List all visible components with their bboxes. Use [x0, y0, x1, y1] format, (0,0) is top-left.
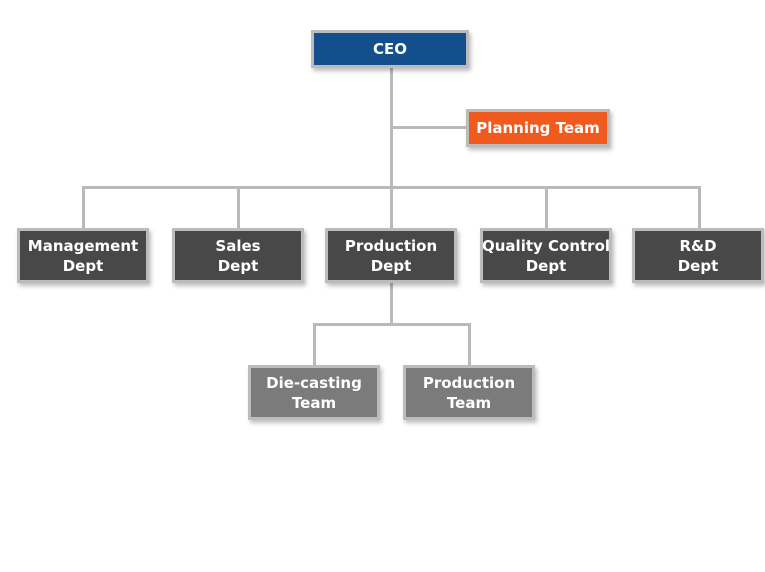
connector-dept-rnd	[698, 186, 701, 228]
team-label-line1: Production	[422, 373, 516, 392]
connector-dept-quality	[545, 186, 548, 228]
dept-management-node: Management Dept	[17, 228, 149, 283]
dept-label-line1: Management	[27, 236, 139, 255]
dept-label-line2: Dept	[525, 256, 567, 275]
dept-label-line2: Dept	[677, 256, 719, 275]
dept-sales-node: Sales Dept	[172, 228, 304, 283]
ceo-label: CEO	[372, 40, 407, 58]
connector-ceo-trunk	[390, 68, 393, 228]
dept-label-line2: Dept	[62, 256, 104, 275]
dept-quality-control-node: Quality Control Dept	[480, 228, 612, 283]
connector-team-diecasting	[313, 323, 316, 365]
dept-rnd-node: R&D Dept	[632, 228, 764, 283]
planning-team-node: Planning Team	[466, 109, 610, 147]
connector-team-production	[468, 323, 471, 365]
dept-label-line1: Quality Control	[482, 236, 611, 255]
dept-label-line1: Production	[344, 236, 438, 255]
dept-label-line2: Dept	[217, 256, 259, 275]
team-label-line1: Die-casting	[266, 373, 362, 392]
team-label-line2: Team	[446, 393, 492, 412]
team-label-line2: Team	[291, 393, 337, 412]
team-production-node: Production Team	[403, 365, 535, 420]
team-diecasting-node: Die-casting Team	[248, 365, 380, 420]
connector-planning-branch	[390, 126, 466, 129]
dept-label-line1: R&D	[679, 236, 717, 255]
planning-team-label: Planning Team	[476, 119, 600, 137]
connector-team-bus	[313, 323, 471, 326]
dept-production-node: Production Dept	[325, 228, 457, 283]
ceo-node: CEO	[311, 30, 469, 68]
dept-label-line2: Dept	[370, 256, 412, 275]
connector-dept-management	[82, 186, 85, 228]
connector-dept-sales	[237, 186, 240, 228]
connector-dept-bus	[82, 186, 701, 189]
connector-production-trunk	[390, 283, 393, 326]
dept-label-line1: Sales	[215, 236, 261, 255]
